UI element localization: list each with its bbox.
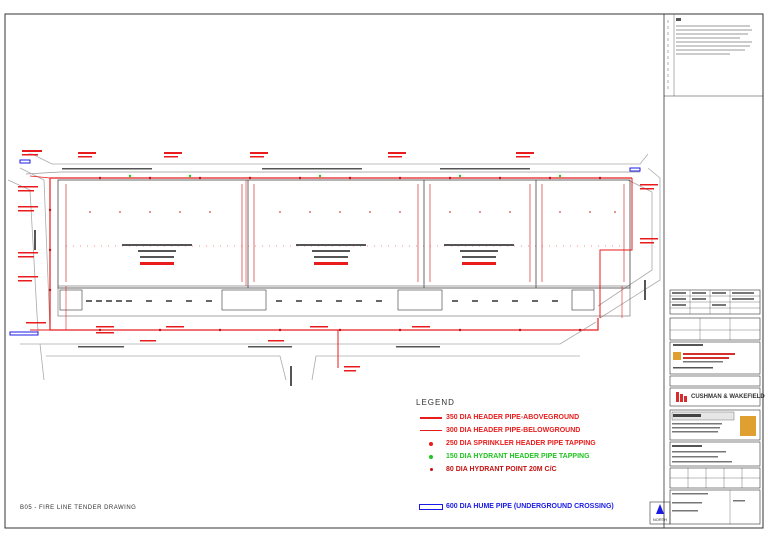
pipe-aboveground-symbol — [416, 416, 446, 419]
legend-label: 350 DIA HEADER PIPE-ABOVEGROUND — [446, 414, 580, 421]
legend-title: LEGEND — [416, 398, 455, 407]
hydrant-tapping-symbol — [416, 454, 446, 459]
drawing-title: B05 - FIRE LINE TENDER DRAWING — [20, 505, 137, 511]
legend-label: 300 DIA HEADER PIPE-BELOWGROUND — [446, 427, 581, 434]
north-label: NORTH — [653, 517, 667, 522]
site-plan — [7, 150, 661, 386]
sprinkler-tapping-symbol — [416, 441, 446, 446]
legend-item: 80 DIA HYDRANT POINT 20M C/C — [416, 463, 656, 476]
hydrant-points — [48, 176, 602, 332]
title-block: CUSHMAN & WAKEFIELD — [663, 14, 765, 528]
north-arrow: NORTH — [649, 501, 671, 525]
drawing-frame — [4, 13, 764, 529]
consultant-logo: CUSHMAN & WAKEFIELD — [676, 392, 765, 402]
legend-item: 350 DIA HEADER PIPE-ABOVEGROUND — [416, 411, 656, 424]
revision-table — [669, 289, 761, 315]
pipe-callouts — [18, 150, 658, 372]
road-labels — [34, 168, 646, 386]
general-notes — [667, 18, 752, 90]
legend-item: 250 DIA SPRINKLER HEADER PIPE TAPPING — [416, 437, 656, 450]
legend-label: 600 DIA HUME PIPE (UNDERGROUND CROSSING) — [446, 503, 614, 510]
hydrant-point-symbol — [416, 468, 446, 471]
legend-label: 250 DIA SPRINKLER HEADER PIPE TAPPING — [446, 440, 596, 447]
legend-item: 150 DIA HYDRANT HEADER PIPE TAPPING — [416, 450, 656, 463]
architect-logo — [740, 416, 756, 436]
warehouse-outline — [57, 179, 631, 289]
pipe-belowground-symbol — [416, 430, 446, 431]
consultant-name: CUSHMAN & WAKEFIELD — [691, 394, 765, 400]
legend: LEGEND 350 DIA HEADER PIPE-ABOVEGROUND 3… — [416, 398, 656, 513]
legend-item: 600 DIA HUME PIPE (UNDERGROUND CROSSING) — [416, 500, 656, 513]
legend-label: 150 DIA HYDRANT HEADER PIPE TAPPING — [446, 453, 590, 460]
legend-item: 300 DIA HEADER PIPE-BELOWGROUND — [416, 424, 656, 437]
loading-docks — [59, 289, 595, 311]
fire-main-pipe — [29, 175, 633, 368]
legend-label: 80 DIA HYDRANT POINT 20M C/C — [446, 466, 557, 473]
client-logo — [673, 344, 735, 369]
hume-pipes — [9, 159, 641, 336]
hume-pipe-symbol — [416, 503, 446, 510]
unit-labels — [122, 244, 514, 265]
hydrant-tappings — [128, 174, 562, 178]
legend-spacer — [416, 476, 656, 500]
